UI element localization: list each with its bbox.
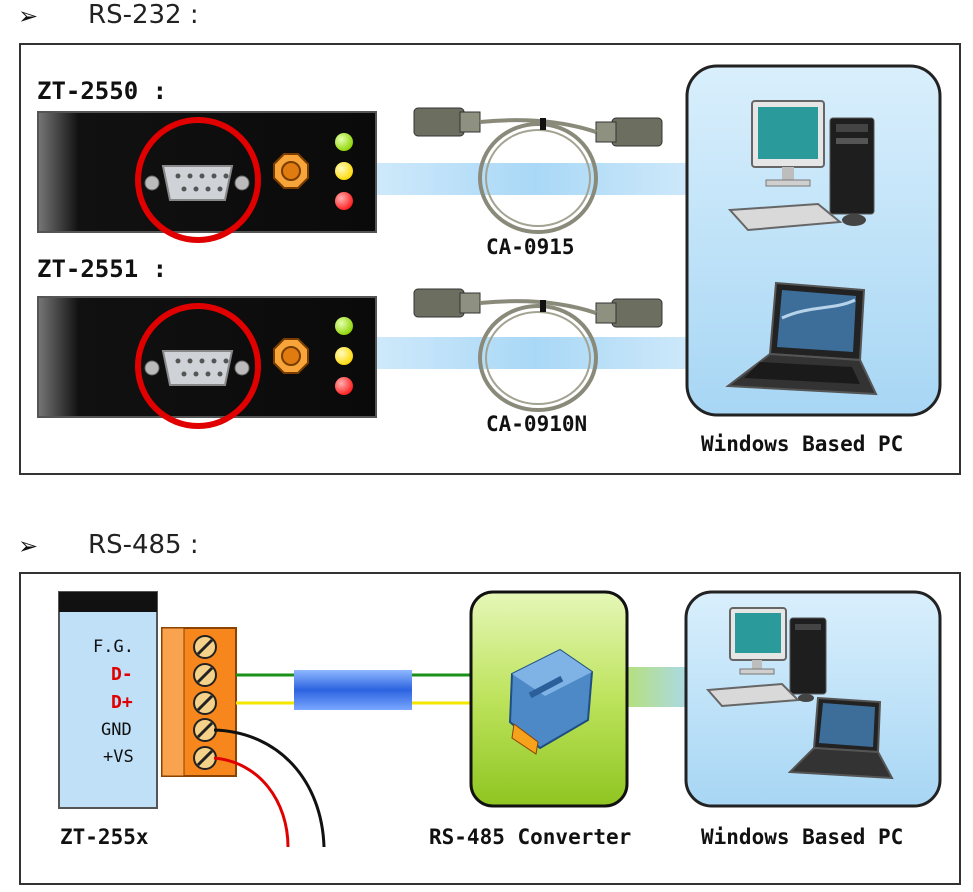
rs232-diagram: ZT-2550 : ZT-2551 : CA-0915 CA-0910N Win… <box>37 64 942 456</box>
cable2-label: CA-0910N <box>486 412 587 436</box>
zt255x-device <box>58 591 158 809</box>
wire-black <box>213 728 326 848</box>
led-red-icon <box>335 377 353 395</box>
cable1-label: CA-0915 <box>486 235 575 259</box>
db9-connector-icon <box>144 350 250 386</box>
laptop-computer-icon <box>725 281 878 396</box>
pc-label: Windows Based PC <box>701 432 903 456</box>
rs485-diagram: F.G. D- D+ GND +VS ZT-255x RS-485 Conver… <box>58 590 942 849</box>
zt2551-label: ZT-2551 : <box>37 255 167 283</box>
terminal-block-icon <box>161 627 237 777</box>
converter-label: RS-485 Converter <box>429 825 631 849</box>
terminal-label-d-plus: D+ <box>111 692 133 713</box>
wire-red <box>213 756 290 848</box>
led-red-icon <box>335 192 353 210</box>
led-yellow-icon <box>335 347 353 365</box>
button-icon <box>273 153 309 189</box>
led-yellow-icon <box>335 162 353 180</box>
laptop-computer-icon <box>787 696 894 780</box>
led-green-icon <box>335 317 353 335</box>
zt2550-device <box>37 111 377 243</box>
pc-panel <box>685 64 942 417</box>
led-green-icon <box>335 133 353 151</box>
bullet-arrow-icon: ➢ <box>18 532 39 560</box>
pc-label: Windows Based PC <box>701 825 903 849</box>
terminal-label-d-minus: D- <box>111 664 133 685</box>
rs232-heading: RS-232 : <box>88 0 199 30</box>
serial-cable-1-icon <box>413 107 663 234</box>
serial-cable-2-icon <box>413 288 663 412</box>
button-icon <box>273 338 309 374</box>
desktop-computer-icon <box>705 607 827 708</box>
bullet-arrow-icon: ➢ <box>18 2 39 30</box>
rs485-converter-icon <box>508 648 594 755</box>
zt2551-device <box>37 296 377 429</box>
terminal-label-vs: +VS <box>103 747 134 767</box>
signal-beam-1 <box>375 163 695 195</box>
zt255x-label: ZT-255x <box>60 825 149 849</box>
terminal-label-gnd: GND <box>101 720 132 740</box>
signal-beam-2 <box>375 337 695 369</box>
highlight-ring <box>135 303 261 429</box>
shielded-cable-icon <box>294 670 412 710</box>
terminal-label-fg: F.G. <box>93 637 134 657</box>
zt2550-label: ZT-2550 : <box>37 77 167 105</box>
db9-connector-icon <box>144 165 250 201</box>
rs485-heading: RS-485 : <box>88 530 199 560</box>
highlight-ring <box>135 117 261 243</box>
desktop-computer-icon <box>727 100 875 232</box>
